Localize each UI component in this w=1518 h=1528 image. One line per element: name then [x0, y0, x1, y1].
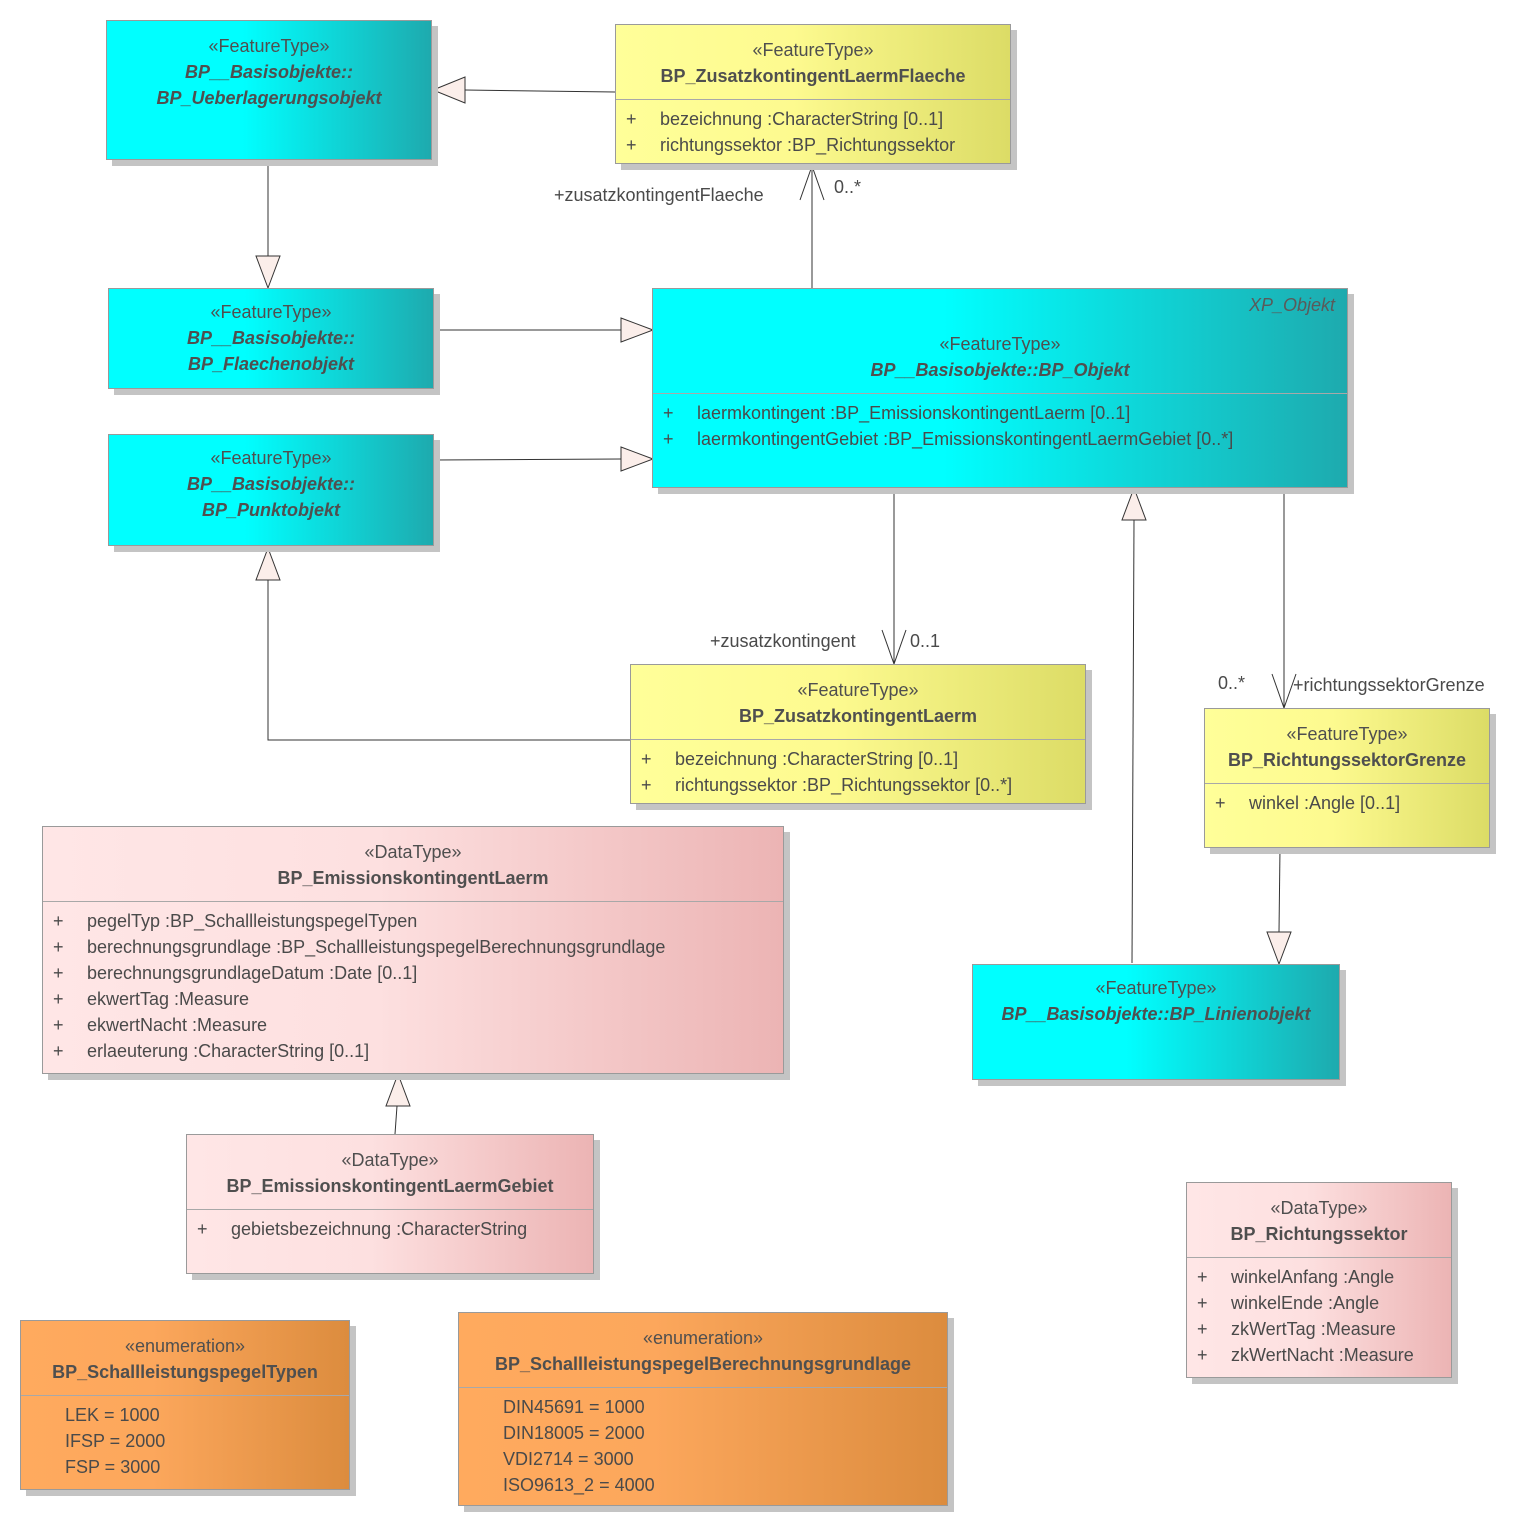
attribute-row: +berechnungsgrundlage :BP_Schallleistung…: [53, 937, 666, 957]
class-zusatzkontingentlaermflaeche[interactable]: «FeatureType» BP_ZusatzkontingentLaermFl…: [615, 24, 1011, 164]
literal-compartment: LEK = 1000 IFSP = 2000 FSP = 3000: [21, 1395, 349, 1488]
attribute-compartment: +winkel :Angle [0..1]: [1205, 783, 1489, 824]
class-name: BP_RichtungssektorGrenze: [1227, 750, 1467, 770]
class-name: BP_SchallleistungspegelTypen: [52, 1362, 318, 1382]
triangle-head-emissions: [385, 1072, 411, 1107]
attribute-compartment: +pegelTyp :BP_SchallleistungspegelTypen …: [43, 901, 783, 1072]
stereotype-label: «enumeration»: [124, 1336, 246, 1356]
enum-literal: ISO9613_2 = 4000: [503, 1475, 655, 1495]
class-name: BP_Punktobjekt: [201, 500, 341, 520]
triangle-head-objekt-from-flaechen: [620, 317, 655, 343]
attribute-row: +zkWertTag :Measure: [1197, 1319, 1396, 1339]
attribute-compartment: +bezeichnung :CharacterString [0..1] +ri…: [616, 99, 1010, 166]
literal-compartment: DIN45691 = 1000 DIN18005 = 2000 VDI2714 …: [459, 1387, 947, 1506]
association-zusatzkontingentFlaeche-arrow: [799, 164, 825, 201]
attribute-row: +gebietsbezeichnung :CharacterString: [197, 1219, 528, 1239]
class-emissionskontingentlaerm[interactable]: «DataType» BP_EmissionskontingentLaerm +…: [42, 826, 784, 1074]
attribute-row: +laermkontingentGebiet :BP_Emissionskont…: [663, 429, 1234, 449]
class-name: BP__Basisobjekte::: [186, 328, 356, 348]
class-richtungssektorgrenze[interactable]: «FeatureType» BP_RichtungssektorGrenze +…: [1204, 708, 1490, 848]
triangle-head-flaechenobjekt: [255, 255, 281, 290]
generalization-zklaerm-punktobjekt: [267, 580, 630, 741]
stereotype-label: «FeatureType»: [208, 36, 330, 56]
class-name: BP_ZusatzkontingentLaermFlaeche: [660, 66, 966, 86]
stereotype-label: «FeatureType»: [210, 302, 332, 322]
class-flaechenobjekt[interactable]: «FeatureType» BP__Basisobjekte:: BP_Flae…: [108, 288, 434, 389]
class-name: BP_Ueberlagerungsobjekt: [156, 88, 382, 108]
stereotype-label: «FeatureType»: [1095, 978, 1217, 998]
stereotype-label: «DataType»: [364, 842, 462, 862]
attribute-row: +richtungssektor :BP_Richtungssektor: [626, 135, 956, 155]
class-ueberlagerungsobjekt[interactable]: «FeatureType» BP__Basisobjekte:: BP_Uebe…: [106, 20, 432, 160]
role-label-zusatzkontingentFlaeche: +zusatzkontingentFlaeche: [554, 185, 764, 205]
class-punktobjekt[interactable]: «FeatureType» BP__Basisobjekte:: BP_Punk…: [108, 434, 434, 546]
attribute-row: +ekwertNacht :Measure: [53, 1015, 268, 1035]
enum-schallleistungspegeltypen[interactable]: «enumeration» BP_SchallleistungspegelTyp…: [20, 1320, 350, 1490]
generalization-rsgrenze-linienobjekt: [1278, 847, 1281, 933]
class-linienobjekt[interactable]: «FeatureType» BP__Basisobjekte::BP_Linie…: [972, 964, 1340, 1080]
class-name: BP_ZusatzkontingentLaerm: [738, 706, 978, 726]
multiplicity-label-richtungssektorGrenze: 0..*: [1218, 673, 1246, 693]
class-name: BP__Basisobjekte::: [184, 62, 354, 82]
enum-literal: DIN18005 = 2000: [503, 1423, 645, 1443]
stereotype-label: «DataType»: [1270, 1198, 1368, 1218]
class-zusatzkontingentlaerm[interactable]: «FeatureType» BP_ZusatzkontingentLaerm +…: [630, 664, 1086, 804]
enum-schallleistungspegelberechnungsgrundlage[interactable]: «enumeration» BP_SchallleistungspegelBer…: [458, 1312, 948, 1506]
attribute-row: +laermkontingent :BP_Emissionskontingent…: [663, 403, 1131, 423]
triangle-head-linienobjekt: [1266, 931, 1292, 966]
enum-literal: LEK = 1000: [65, 1405, 160, 1425]
stereotype-label: «DataType»: [341, 1150, 439, 1170]
attribute-row: +erlaeuterung :CharacterString [0..1]: [53, 1041, 370, 1061]
class-name: BP_SchallleistungspegelBerechnungsgrundl…: [494, 1354, 912, 1374]
triangle-head-punktobjekt: [255, 546, 281, 581]
generalization-punktobjekt-objekt: [433, 458, 622, 461]
class-name: BP__Basisobjekte::: [186, 474, 356, 494]
enum-literal: IFSP = 2000: [65, 1431, 166, 1451]
class-richtungssektor[interactable]: «DataType» BP_Richtungssektor +winkelAnf…: [1186, 1182, 1452, 1378]
class-emissionskontingentlaermgebiet[interactable]: «DataType» BP_EmissionskontingentLaermGe…: [186, 1134, 594, 1274]
class-name: BP__Basisobjekte::BP_Objekt: [870, 360, 1130, 380]
parent-class-label: XP_Objekt: [1248, 295, 1335, 315]
stereotype-label: «FeatureType»: [797, 680, 919, 700]
attribute-row: +bezeichnung :CharacterString [0..1]: [626, 109, 944, 129]
generalization-zkflaeche-ueberlagerung: [464, 89, 616, 93]
triangle-head-objekt-from-linien: [1121, 486, 1147, 521]
stereotype-label: «enumeration»: [642, 1328, 764, 1348]
role-label-richtungssektorGrenze: +richtungssektorGrenze: [1293, 675, 1485, 695]
class-bp-objekt[interactable]: XP_Objekt «FeatureType» BP__Basisobjekte…: [652, 288, 1348, 488]
attribute-row: +zkWertNacht :Measure: [1197, 1345, 1414, 1365]
attribute-row: +winkel :Angle [0..1]: [1215, 793, 1401, 813]
role-label-zusatzkontingent: +zusatzkontingent: [710, 631, 856, 651]
attribute-row: +richtungssektor :BP_Richtungssektor [0.…: [641, 775, 1013, 795]
generalization-linienobjekt-objekt: [1131, 519, 1135, 964]
class-name: BP_Flaechenobjekt: [187, 354, 355, 374]
attribute-compartment: +laermkontingent :BP_Emissionskontingent…: [653, 393, 1347, 460]
attribute-compartment: +bezeichnung :CharacterString [0..1] +ri…: [631, 739, 1085, 806]
attribute-row: +ekwertTag :Measure: [53, 989, 250, 1009]
attribute-compartment: +winkelAnfang :Angle +winkelEnde :Angle …: [1187, 1257, 1451, 1376]
class-name: BP_Richtungssektor: [1230, 1224, 1408, 1244]
enum-literal: DIN45691 = 1000: [503, 1397, 645, 1417]
enum-literal: VDI2714 = 3000: [503, 1449, 634, 1469]
triangle-head-ueberlagerung: [431, 76, 466, 104]
generalization-gebiet-emissions: [394, 1105, 398, 1135]
stereotype-label: «FeatureType»: [1286, 724, 1408, 744]
attribute-row: +berechnungsgrundlageDatum :Date [0..1]: [53, 963, 418, 983]
multiplicity-label-zusatzkontingent: 0..1: [910, 631, 941, 651]
class-name: BP__Basisobjekte::BP_Linienobjekt: [1001, 1004, 1311, 1024]
stereotype-label: «FeatureType»: [752, 40, 874, 60]
enum-literal: FSP = 3000: [65, 1457, 161, 1477]
attribute-row: +winkelEnde :Angle: [1197, 1293, 1380, 1313]
class-name: BP_EmissionskontingentLaermGebiet: [226, 1176, 554, 1196]
stereotype-label: «FeatureType»: [210, 448, 332, 468]
class-name: BP_EmissionskontingentLaerm: [277, 868, 549, 888]
triangle-head-objekt-from-punkt: [620, 446, 655, 472]
attribute-row: +winkelAnfang :Angle: [1197, 1267, 1395, 1287]
stereotype-label: «FeatureType»: [939, 334, 1061, 354]
multiplicity-label-zusatzkontingentFlaeche: 0..*: [834, 177, 862, 197]
attribute-row: +bezeichnung :CharacterString [0..1]: [641, 749, 959, 769]
attribute-compartment: +gebietsbezeichnung :CharacterString: [187, 1209, 593, 1250]
attribute-row: +pegelTyp :BP_SchallleistungspegelTypen: [53, 911, 418, 931]
